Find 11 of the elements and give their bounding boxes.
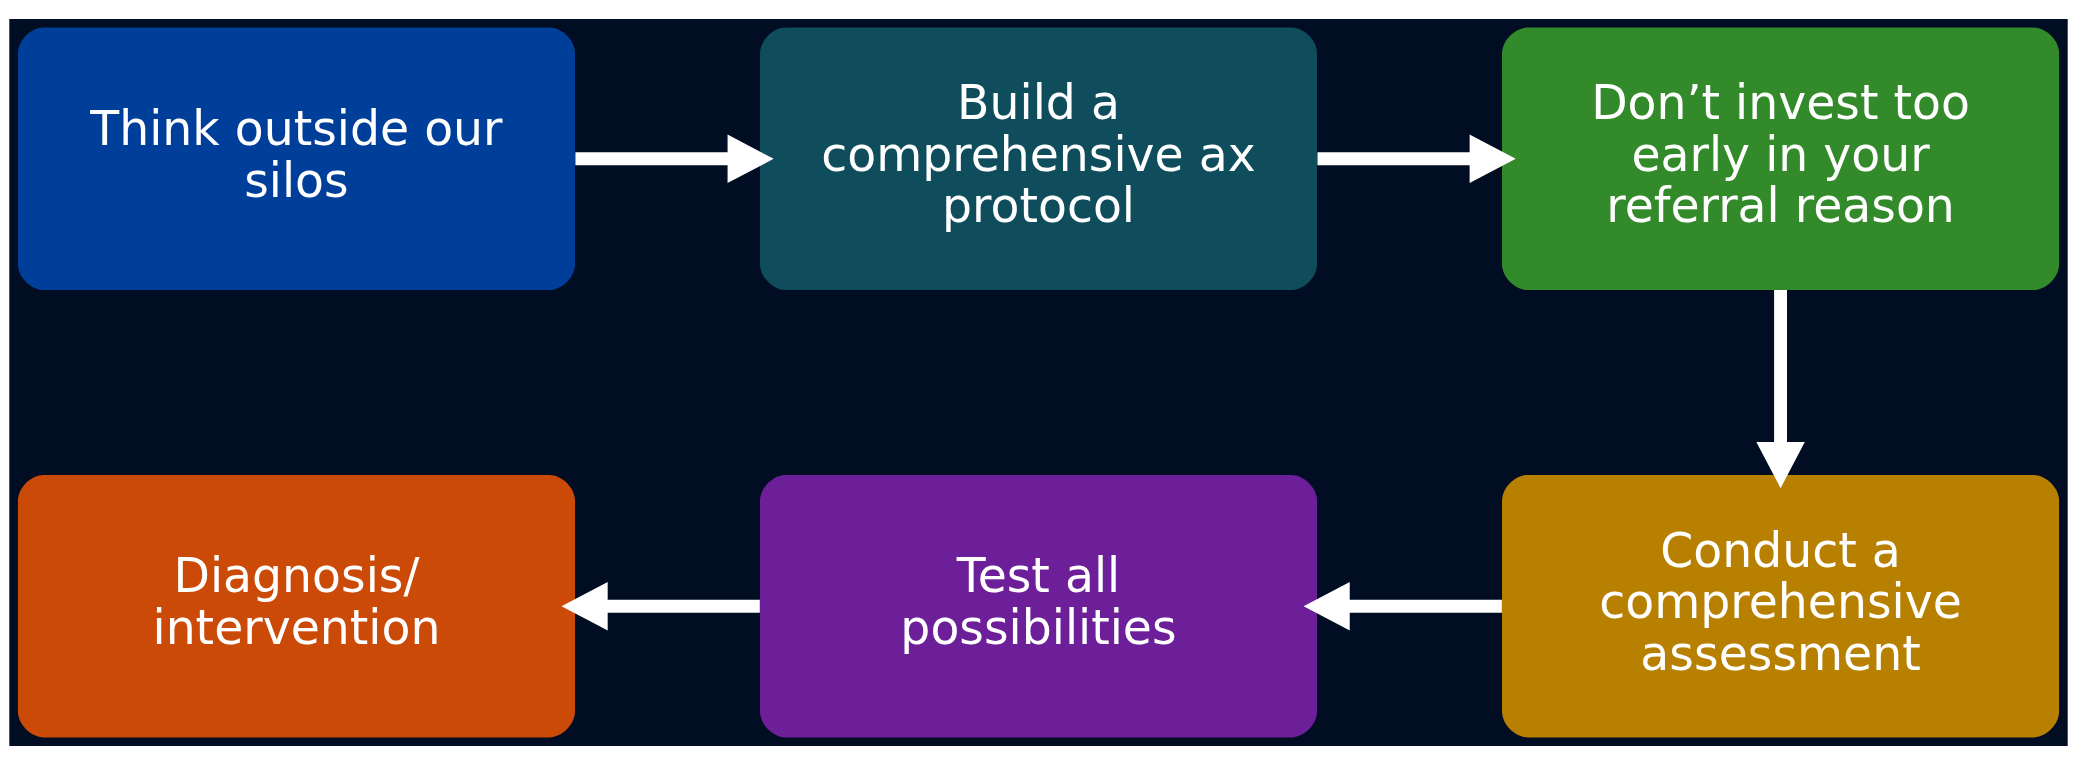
arrow (1303, 581, 1502, 630)
node-box: Test all possibilities (759, 474, 1318, 737)
node-box: Think outside our silos (17, 27, 575, 290)
node-box: Don’t invest too early in your referral reason (1502, 27, 2060, 290)
node-box: Diagnosis/ intervention (17, 474, 575, 737)
node-box: Build a comprehensive ax protocol (759, 27, 1318, 290)
arrow (1317, 134, 1516, 183)
arrow (1756, 289, 1805, 488)
arrow (561, 581, 760, 630)
arrow (575, 134, 774, 183)
node-box: Conduct a comprehensive assessment (1502, 474, 2060, 737)
